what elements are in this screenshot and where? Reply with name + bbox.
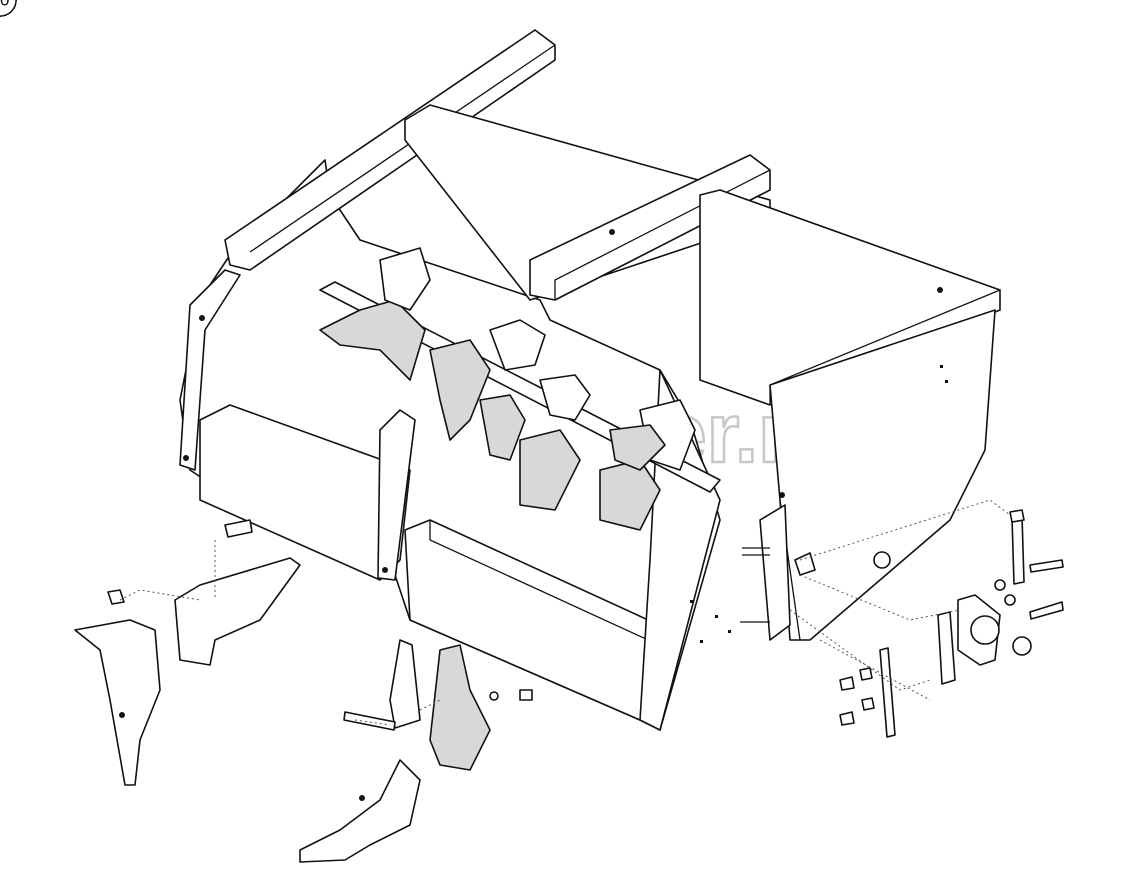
callouts: 1 2 3 4 5 6 7 8 9 9 9 10 11 12 13 14 15 … — [0, 0, 17, 17]
assembly-lines — [119, 499, 1011, 726]
callout-label: 20 — [0, 0, 9, 10]
rotor-blades — [319, 247, 696, 531]
callout-circle — [0, 0, 17, 17]
main-frame — [179, 29, 1001, 731]
loose-parts — [74, 509, 1064, 863]
callout: 20 — [0, 0, 17, 17]
